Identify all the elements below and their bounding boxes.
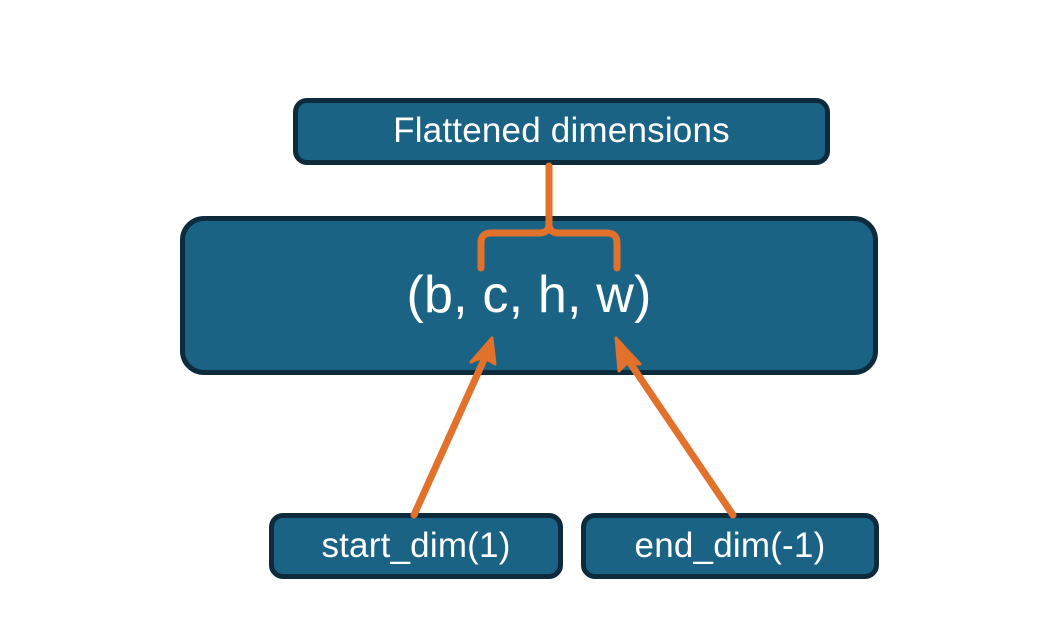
flattened-dimensions-node: Flattened dimensions — [293, 98, 830, 165]
flattened-dimensions-label: Flattened dimensions — [393, 111, 730, 151]
start-dim-node: start_dim(1) — [269, 513, 563, 579]
tensor-shape-label: (b, c, h, w) — [406, 266, 652, 325]
end-dim-label: end_dim(-1) — [634, 525, 826, 565]
tensor-shape-node: (b, c, h, w) — [180, 216, 878, 375]
end-dim-node: end_dim(-1) — [581, 513, 879, 579]
start-dim-label: start_dim(1) — [321, 525, 511, 565]
